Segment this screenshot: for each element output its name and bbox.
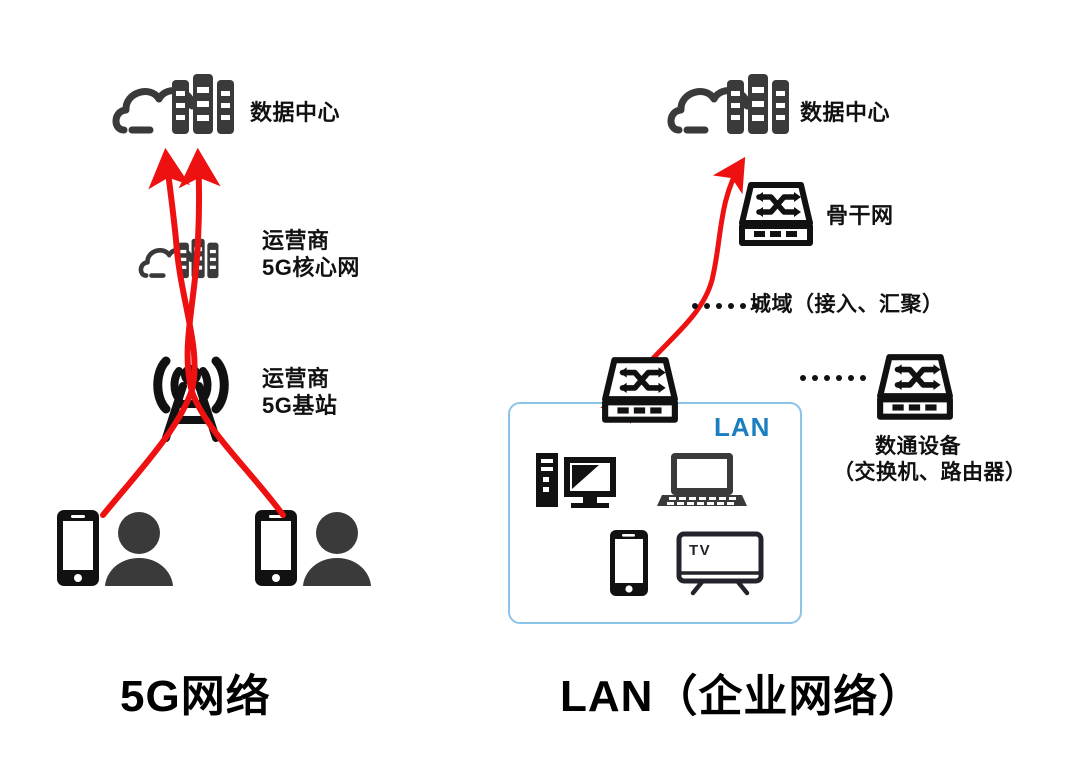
node-user-right[interactable] — [253, 508, 393, 588]
tv-icon: TV — [676, 531, 764, 596]
laptop-icon — [657, 453, 747, 506]
label-backbone: 骨干网 — [826, 203, 894, 228]
cell-tower-icon — [153, 356, 229, 442]
switch-icon — [877, 354, 953, 420]
device-desktop-pc[interactable] — [533, 450, 619, 510]
node-data-center-left[interactable] — [110, 58, 250, 138]
phone-user-icon — [57, 510, 173, 586]
svg-text:TV: TV — [689, 542, 711, 559]
smartphone-icon — [610, 530, 648, 596]
label-core-network: 运营商 5G核心网 — [262, 228, 360, 280]
right-panel-title: LAN（企业网络） — [560, 672, 924, 721]
node-core-network[interactable] — [137, 228, 229, 281]
desktop-pc-icon — [536, 453, 616, 508]
ellipsis-dots-metro — [692, 303, 758, 309]
connection-user-right-to-datacenter — [178, 147, 286, 518]
label-base-station: 运营商 5G基站 — [262, 366, 338, 418]
left-panel-title: 5G网络 — [120, 672, 271, 721]
node-user-left[interactable] — [55, 508, 195, 588]
ellipsis-dots-datacom — [800, 375, 866, 381]
switch-icon — [602, 357, 678, 423]
lan-label: LAN — [714, 412, 771, 442]
label-metro: 城域（接入、汇聚） — [750, 293, 944, 316]
cloud-server-icon — [667, 74, 789, 134]
phone-user-icon — [255, 510, 371, 586]
node-access-switch[interactable] — [600, 355, 680, 427]
device-tv[interactable]: TV — [675, 531, 765, 596]
label-datacom-device: 数通设备 （交换机、路由器） — [833, 435, 1027, 484]
switch-icon — [739, 182, 813, 246]
device-laptop[interactable] — [657, 450, 749, 508]
cloud-server-icon — [112, 74, 234, 134]
node-data-center-right[interactable] — [665, 58, 805, 138]
node-backbone-switch[interactable] — [737, 180, 815, 250]
cloud-server-icon — [138, 238, 219, 279]
device-smartphone[interactable] — [608, 528, 650, 598]
node-base-station[interactable] — [135, 352, 247, 442]
connection-user-left-to-datacenter — [100, 147, 198, 518]
label-data-center-left: 数据中心 — [250, 100, 341, 125]
node-datacom-device[interactable] — [875, 352, 955, 424]
label-data-center-right: 数据中心 — [800, 100, 891, 125]
